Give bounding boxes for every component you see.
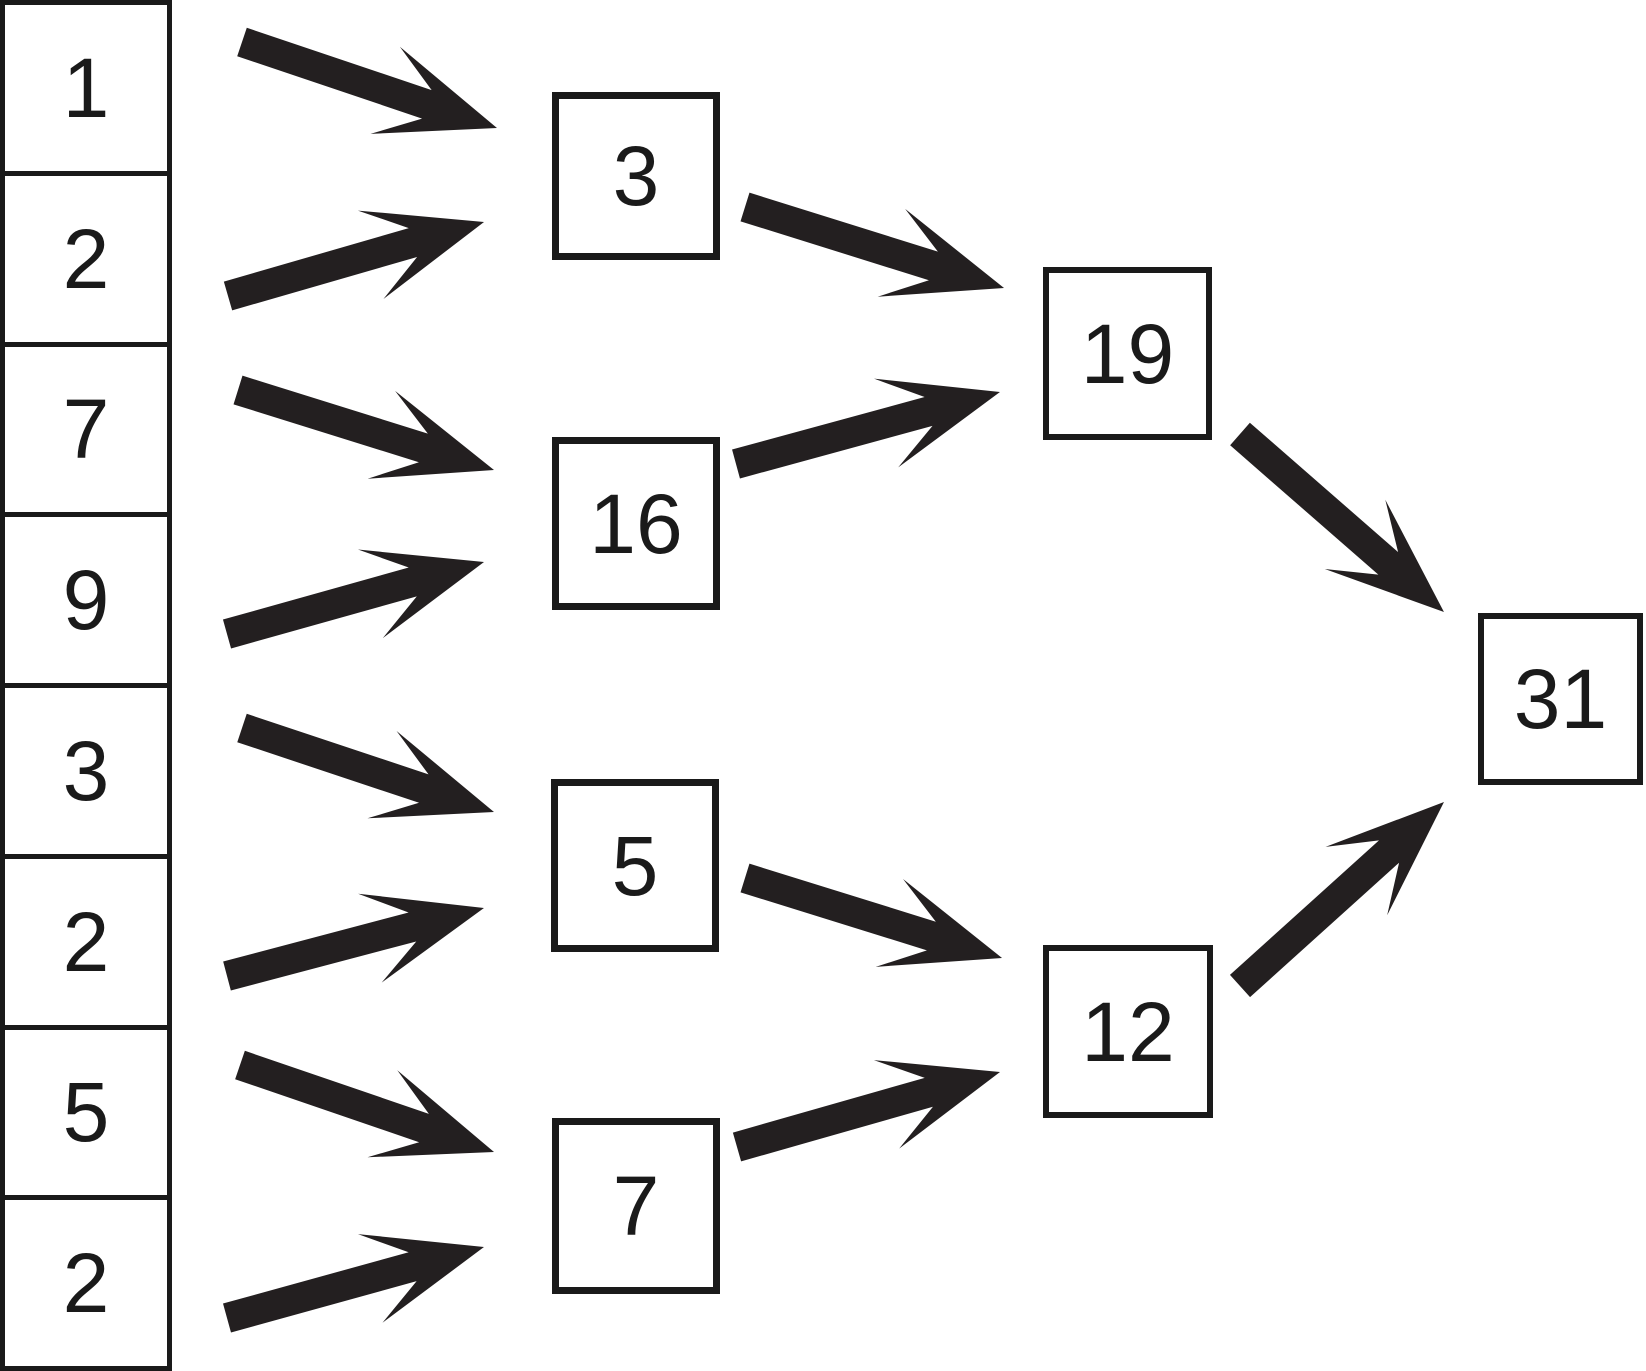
input-cell: 9 bbox=[5, 517, 167, 688]
input-value: 7 bbox=[62, 382, 110, 477]
quad-sum-value: 12 bbox=[1081, 984, 1175, 1079]
arrow-input-4-to-pair-2 bbox=[237, 713, 494, 819]
input-cell: 3 bbox=[5, 688, 167, 859]
pair-sum-box-1: 16 bbox=[552, 437, 720, 610]
arrow-input-0-to-pair-0 bbox=[237, 27, 497, 134]
arrow-input-1-to-pair-0 bbox=[223, 210, 485, 311]
input-value: 2 bbox=[62, 211, 110, 306]
input-cell: 2 bbox=[5, 859, 167, 1030]
arrow-pair-3-to-quad-1 bbox=[732, 1060, 1001, 1162]
input-column: 1 2 7 9 3 2 5 2 bbox=[0, 0, 172, 1371]
arrow-pair-0-to-quad-0 bbox=[740, 192, 1005, 297]
arrow-pair-1-to-quad-0 bbox=[732, 378, 1000, 479]
quad-sum-value: 19 bbox=[1080, 306, 1175, 401]
arrow-input-2-to-pair-1 bbox=[233, 375, 494, 479]
input-cell: 2 bbox=[5, 176, 167, 347]
arrow-input-5-to-pair-2 bbox=[223, 893, 484, 991]
pair-sum-value: 3 bbox=[612, 129, 660, 223]
input-cell: 2 bbox=[5, 1200, 167, 1366]
pair-sum-box-3: 7 bbox=[552, 1118, 720, 1294]
input-cell: 7 bbox=[5, 347, 167, 518]
arrow-pair-2-to-quad-1 bbox=[740, 863, 1003, 967]
arrow-quad-0-to-total bbox=[1230, 422, 1444, 612]
arrow-quad-1-to-total bbox=[1229, 802, 1444, 998]
quad-sum-box-1: 12 bbox=[1043, 945, 1213, 1118]
pair-sum-box-0: 3 bbox=[552, 92, 720, 260]
pair-sum-value: 16 bbox=[589, 476, 683, 571]
quad-sum-box-0: 19 bbox=[1043, 267, 1212, 440]
input-value: 3 bbox=[62, 723, 110, 818]
total-value: 31 bbox=[1513, 652, 1608, 746]
input-value: 5 bbox=[62, 1065, 110, 1160]
pair-sum-box-2: 5 bbox=[551, 779, 719, 952]
input-value: 1 bbox=[62, 40, 110, 135]
pair-sum-value: 5 bbox=[611, 818, 659, 913]
input-cell: 5 bbox=[5, 1030, 167, 1201]
input-value: 2 bbox=[62, 894, 110, 989]
arrow-input-6-to-pair-3 bbox=[235, 1050, 495, 1158]
input-value: 9 bbox=[62, 553, 110, 648]
pair-sum-value: 7 bbox=[612, 1159, 660, 1253]
arrow-input-3-to-pair-1 bbox=[222, 549, 485, 649]
total-box: 31 bbox=[1478, 613, 1643, 785]
input-cell: 1 bbox=[5, 5, 167, 176]
arrow-input-7-to-pair-3 bbox=[223, 1234, 484, 1333]
input-value: 2 bbox=[62, 1236, 110, 1331]
